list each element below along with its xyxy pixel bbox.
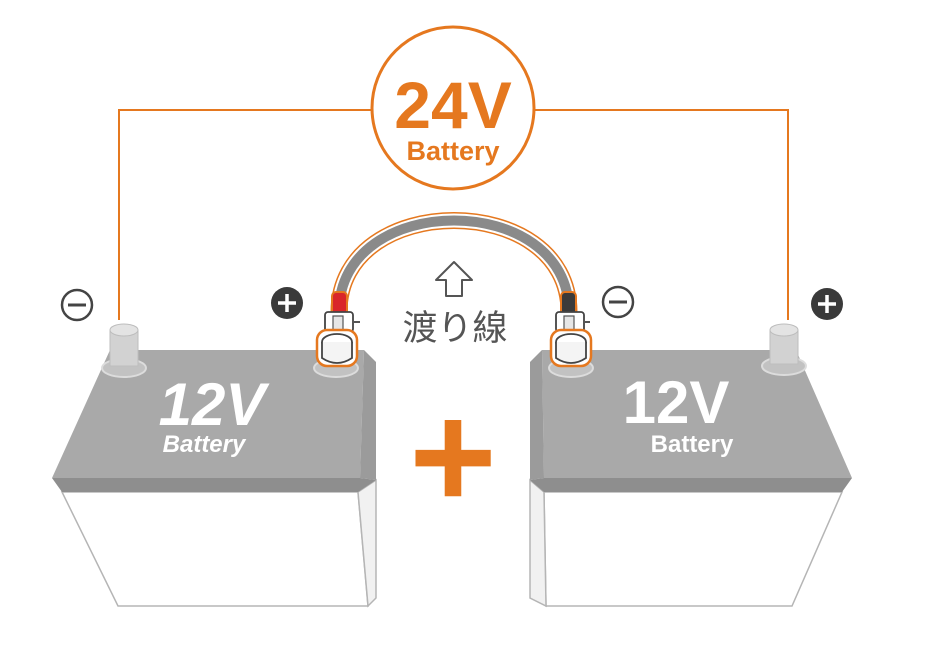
battery-label: Battery	[651, 431, 734, 458]
terminal-post-negative	[101, 323, 147, 378]
battery-left: 12V Battery	[52, 287, 377, 608]
positive-terminal-symbol	[811, 288, 843, 320]
negative-terminal-symbol	[60, 288, 94, 322]
battery-voltage: 12V	[159, 371, 271, 438]
total-label: Battery	[406, 136, 499, 166]
total-voltage: 24V	[394, 68, 511, 142]
battery-label: Battery	[163, 431, 247, 458]
battery-lid-side	[530, 350, 544, 480]
battery-lid	[52, 350, 364, 478]
battery-lid-side	[360, 350, 376, 480]
series-plus-symbol: +	[409, 372, 497, 540]
positive-terminal-symbol	[271, 287, 303, 319]
total-voltage-badge: 24V Battery	[370, 25, 536, 191]
battery-lid-edge	[530, 478, 852, 492]
battery-case	[60, 491, 369, 607]
cable-clamp-right	[549, 311, 593, 368]
battery-case-side	[529, 478, 547, 608]
battery-voltage: 12V	[623, 369, 730, 436]
jumper-label: 渡り線	[402, 309, 507, 349]
battery-lid-edge	[52, 478, 376, 492]
cable-clamp-left	[315, 311, 360, 368]
negative-terminal-symbol	[601, 285, 635, 319]
battery-case	[543, 491, 844, 607]
jumper-cable	[330, 212, 578, 317]
battery-lid	[542, 350, 852, 478]
terminal-post-positive	[761, 323, 807, 376]
circuit-line-right	[535, 109, 789, 320]
battery-right: 12V Battery	[529, 285, 852, 608]
circuit-line	[118, 109, 372, 320]
arrow-up-icon	[435, 261, 473, 297]
